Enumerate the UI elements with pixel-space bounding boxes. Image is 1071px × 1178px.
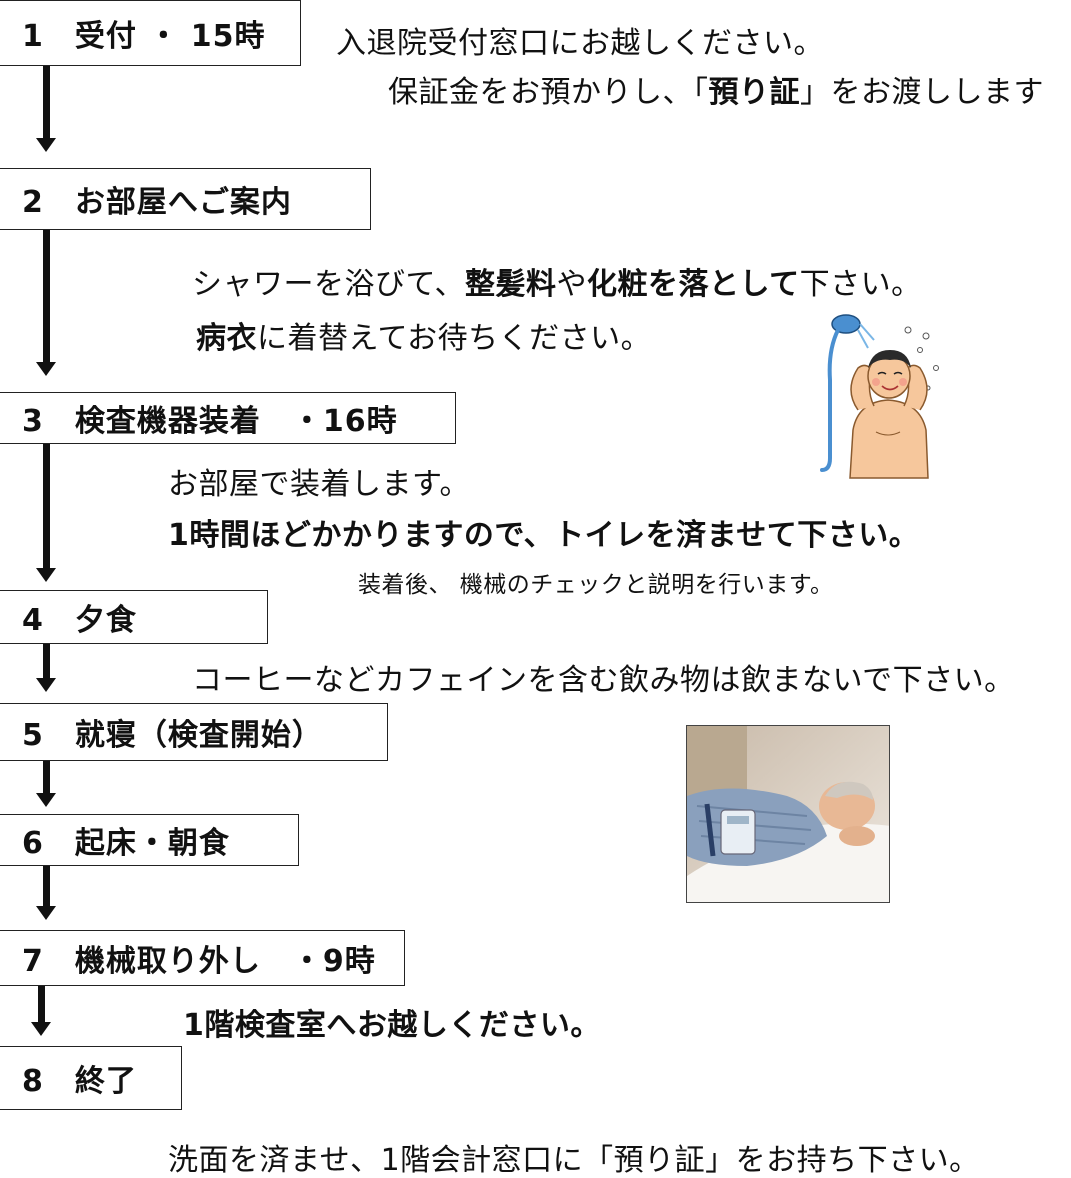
reception-note-2c: 」をお渡しします: [800, 75, 1044, 110]
shower-note-1a: シャワーを浴びて、: [192, 267, 465, 302]
flow-arrow-4: [36, 644, 56, 692]
shower-note-1: シャワーを浴びて、整髪料や化粧を落として下さい。: [192, 259, 922, 303]
shower-note-1e: 下さい。: [799, 267, 922, 302]
step-1-reception: 1 受付 ・ 15時: [0, 0, 301, 66]
flow-arrow-2: [36, 230, 56, 376]
step-5-bedtime: 5 就寝（検査開始）: [0, 703, 388, 761]
step-8-end: 8 終了: [0, 1046, 182, 1110]
end-note: 洗面を済ませ、1階会計窓口に「預り証」をお持ち下さい。: [168, 1143, 980, 1178]
shower-note-2b: に着替えてお待ちください。: [257, 321, 652, 356]
step-4-dinner: 4 夕食: [0, 590, 268, 644]
hospital-gown-emphasis: 病衣: [196, 321, 257, 356]
reception-note-1: 入退院受付窓口にお越しください。: [336, 26, 824, 61]
device-note-2: 1時間ほどかかりますので、トイレを済ませて下さい。: [168, 518, 920, 553]
device-note-1: お部屋で装着します。: [168, 467, 470, 502]
dinner-note: コーヒーなどカフェインを含む飲み物は飲まないで下さい。: [192, 663, 1015, 698]
reception-note-2a: 保証金をお預かりし、「: [388, 75, 709, 110]
shower-note-1c: や: [556, 267, 587, 302]
sleeping-patient-photo: [686, 725, 890, 903]
step-7-device-removal: 7 機械取り外し ・9時: [0, 930, 405, 986]
reception-note-2: 保証金をお預かりし、「預り証」をお渡しします: [388, 67, 1044, 111]
remove-makeup-emphasis: 化粧を落として: [587, 267, 800, 302]
deposit-receipt-emphasis: 預り証: [708, 75, 800, 110]
flow-arrow-7: [31, 986, 51, 1036]
flow-arrow-5: [36, 761, 56, 807]
step-2-room-guide: 2 お部屋へご案内: [0, 168, 371, 230]
removal-note: 1階検査室へお越しください。: [183, 1008, 601, 1043]
flow-arrow-6: [36, 866, 56, 920]
device-note-3: 装着後、 機械のチェックと説明を行います。: [358, 572, 834, 598]
flow-arrow-3: [36, 444, 56, 582]
step-6-wakeup-breakfast: 6 起床・朝食: [0, 814, 299, 866]
shower-note-2: 病衣に着替えてお待ちください。: [196, 313, 651, 357]
hair-product-emphasis: 整髪料: [465, 267, 557, 302]
step-3-device-setup: 3 検査機器装着 ・16時: [0, 392, 456, 444]
shower-illustration: [820, 314, 939, 479]
flow-arrow-1: [36, 66, 56, 152]
